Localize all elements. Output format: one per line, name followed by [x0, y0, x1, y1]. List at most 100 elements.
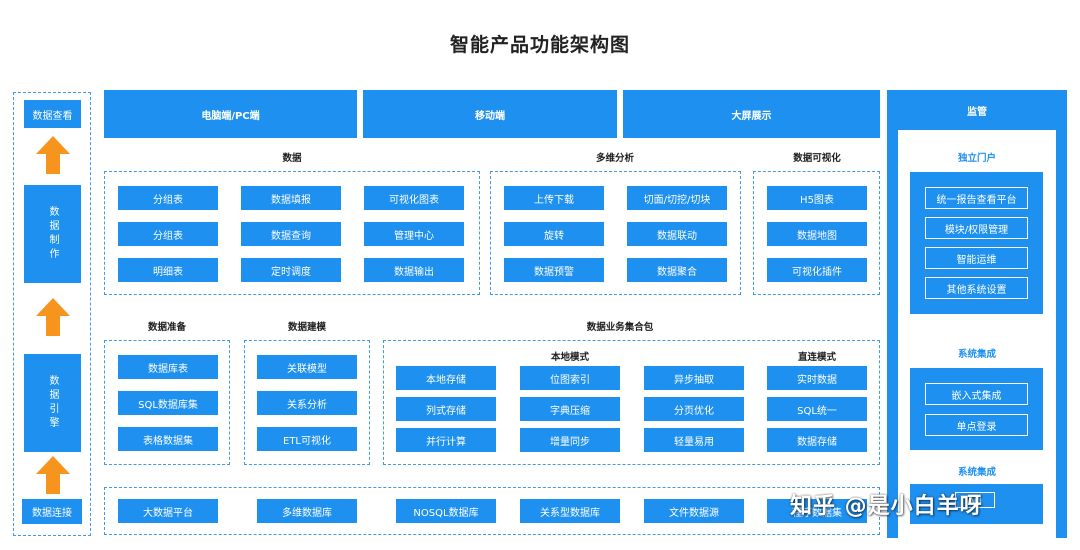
label-integration-2: 系统集成	[957, 467, 996, 478]
label-modeling: 数据建模	[287, 322, 326, 333]
connect-box-label: 文件数据源	[669, 507, 719, 519]
header-mobile-label: 移动端	[475, 110, 505, 122]
label-integration: 系统集成	[957, 349, 996, 360]
business-box: 并行计算	[396, 428, 496, 452]
multi-box-label: 数据聚合	[657, 266, 697, 278]
header-supervise-label: 监管	[967, 106, 987, 118]
business-box: 异步抽取	[644, 366, 744, 390]
label-business-pack: 数据业务集合包	[586, 322, 654, 333]
connect-box-label: 程序数据集	[792, 507, 842, 519]
business-box-label: 列式存储	[426, 405, 466, 417]
connect-box: 多维数据库	[257, 499, 357, 523]
data-box-label: 可视化图表	[389, 194, 439, 206]
left-make-box: 数据制作	[24, 185, 81, 283]
multi-box-label: 数据预警	[534, 266, 574, 278]
business-box: 轻量易用	[644, 428, 744, 452]
left-make-label: 数据制作	[47, 206, 58, 262]
label-multi-analysis: 多维分析	[595, 153, 634, 164]
modeling-box-label: ETL可视化	[283, 435, 331, 447]
header-pc: 电脑端/PC端	[104, 90, 357, 138]
multi-box-label: 上传下载	[534, 194, 574, 206]
multi-box: 数据聚合	[627, 258, 727, 282]
data-box-label: 明细表	[153, 266, 183, 278]
connect-box: 文件数据源	[644, 499, 744, 523]
left-view-box: 数据查看	[24, 100, 81, 128]
business-box: SQL统一	[767, 397, 867, 421]
bottom-item: API	[955, 492, 995, 508]
group-visual	[753, 171, 880, 295]
bottom-item-label: API	[968, 495, 982, 505]
arrow-up-icon	[36, 298, 70, 336]
portal-item-label: 其他系统设置	[946, 284, 1007, 296]
group-modeling	[244, 340, 370, 465]
business-box: 字典压缩	[520, 397, 620, 421]
multi-box: 上传下载	[504, 186, 604, 210]
data-box-label: 数据填报	[271, 194, 311, 206]
group-multi-analysis	[490, 171, 741, 295]
business-box: 本地存储	[396, 366, 496, 390]
business-box-label: 位图索引	[550, 374, 590, 386]
data-box-label: 管理中心	[394, 230, 434, 242]
data-box: 数据输出	[364, 258, 464, 282]
prepare-box: 数据库表	[118, 355, 218, 379]
business-box-label: 异步抽取	[674, 374, 714, 386]
connect-box: 关系型数据库	[520, 499, 620, 523]
business-box-label: 实时数据	[797, 374, 837, 386]
data-box: 管理中心	[364, 222, 464, 246]
data-box: 可视化图表	[364, 186, 464, 210]
business-box-label: 增量同步	[550, 436, 590, 448]
arrow-up-icon	[36, 136, 70, 174]
connect-box: 大数据平台	[118, 499, 218, 523]
business-box: 位图索引	[520, 366, 620, 390]
portal-item-label: 统一报告查看平台	[936, 194, 1017, 206]
group-business-pack	[383, 340, 880, 465]
left-engine-box: 数据引擎	[24, 354, 81, 452]
business-box-label: SQL统一	[797, 405, 837, 417]
modeling-box-label: 关系分析	[287, 399, 327, 411]
portal-item-label: 智能运维	[956, 254, 997, 266]
header-supervise: 监管	[887, 90, 1067, 130]
integration-item: 单点登录	[925, 414, 1028, 436]
data-box-label: 数据查询	[271, 230, 311, 242]
data-box-label: 分组表	[153, 194, 183, 206]
data-box: 分组表	[118, 186, 218, 210]
label-data: 数据	[282, 153, 302, 164]
portal-item: 智能运维	[925, 247, 1028, 269]
integration-item-label: 单点登录	[956, 421, 997, 433]
data-box-label: 定时调度	[271, 266, 311, 278]
portal-item: 其他系统设置	[925, 277, 1028, 299]
business-box: 实时数据	[767, 366, 867, 390]
integration-item-label: 嵌入式集成	[951, 390, 1002, 402]
visual-box: H5图表	[767, 186, 867, 210]
business-box-label: 轻量易用	[674, 436, 714, 448]
business-box-label: 数据存储	[797, 436, 837, 448]
multi-box: 数据预警	[504, 258, 604, 282]
group-connect	[104, 487, 880, 535]
portal-item: 统一报告查看平台	[925, 187, 1028, 209]
business-box: 增量同步	[520, 428, 620, 452]
business-box-label: 本地存储	[426, 374, 466, 386]
prepare-box-label: 表格数据集	[143, 435, 193, 447]
business-box: 分页优化	[644, 397, 744, 421]
visual-box: 可视化插件	[767, 258, 867, 282]
modeling-box-label: 关联模型	[287, 363, 327, 375]
watermark: 知乎 @是小白羊呀	[790, 494, 983, 519]
multi-box: 切面/切挖/切块	[627, 186, 727, 210]
business-box-label: 字典压缩	[550, 405, 590, 417]
portal-item: 模块/权限管理	[925, 217, 1028, 239]
visual-box-label: 数据地图	[797, 230, 837, 242]
arrow-up-icon	[36, 456, 70, 494]
data-box: 数据查询	[241, 222, 341, 246]
label-visual: 数据可视化	[793, 153, 841, 164]
left-connect-box: 数据连接	[22, 499, 82, 524]
left-connect-label: 数据连接	[32, 508, 72, 519]
business-box: 列式存储	[396, 397, 496, 421]
connect-box-label: NOSQL数据库	[413, 507, 479, 519]
left-column	[13, 92, 91, 536]
business-box-label: 分页优化	[674, 405, 714, 417]
modeling-box: 关系分析	[257, 391, 357, 415]
connect-box-label: 大数据平台	[143, 507, 193, 519]
visual-box: 数据地图	[767, 222, 867, 246]
connect-box-label: 关系型数据库	[540, 507, 600, 519]
visual-box-label: 可视化插件	[792, 266, 842, 278]
